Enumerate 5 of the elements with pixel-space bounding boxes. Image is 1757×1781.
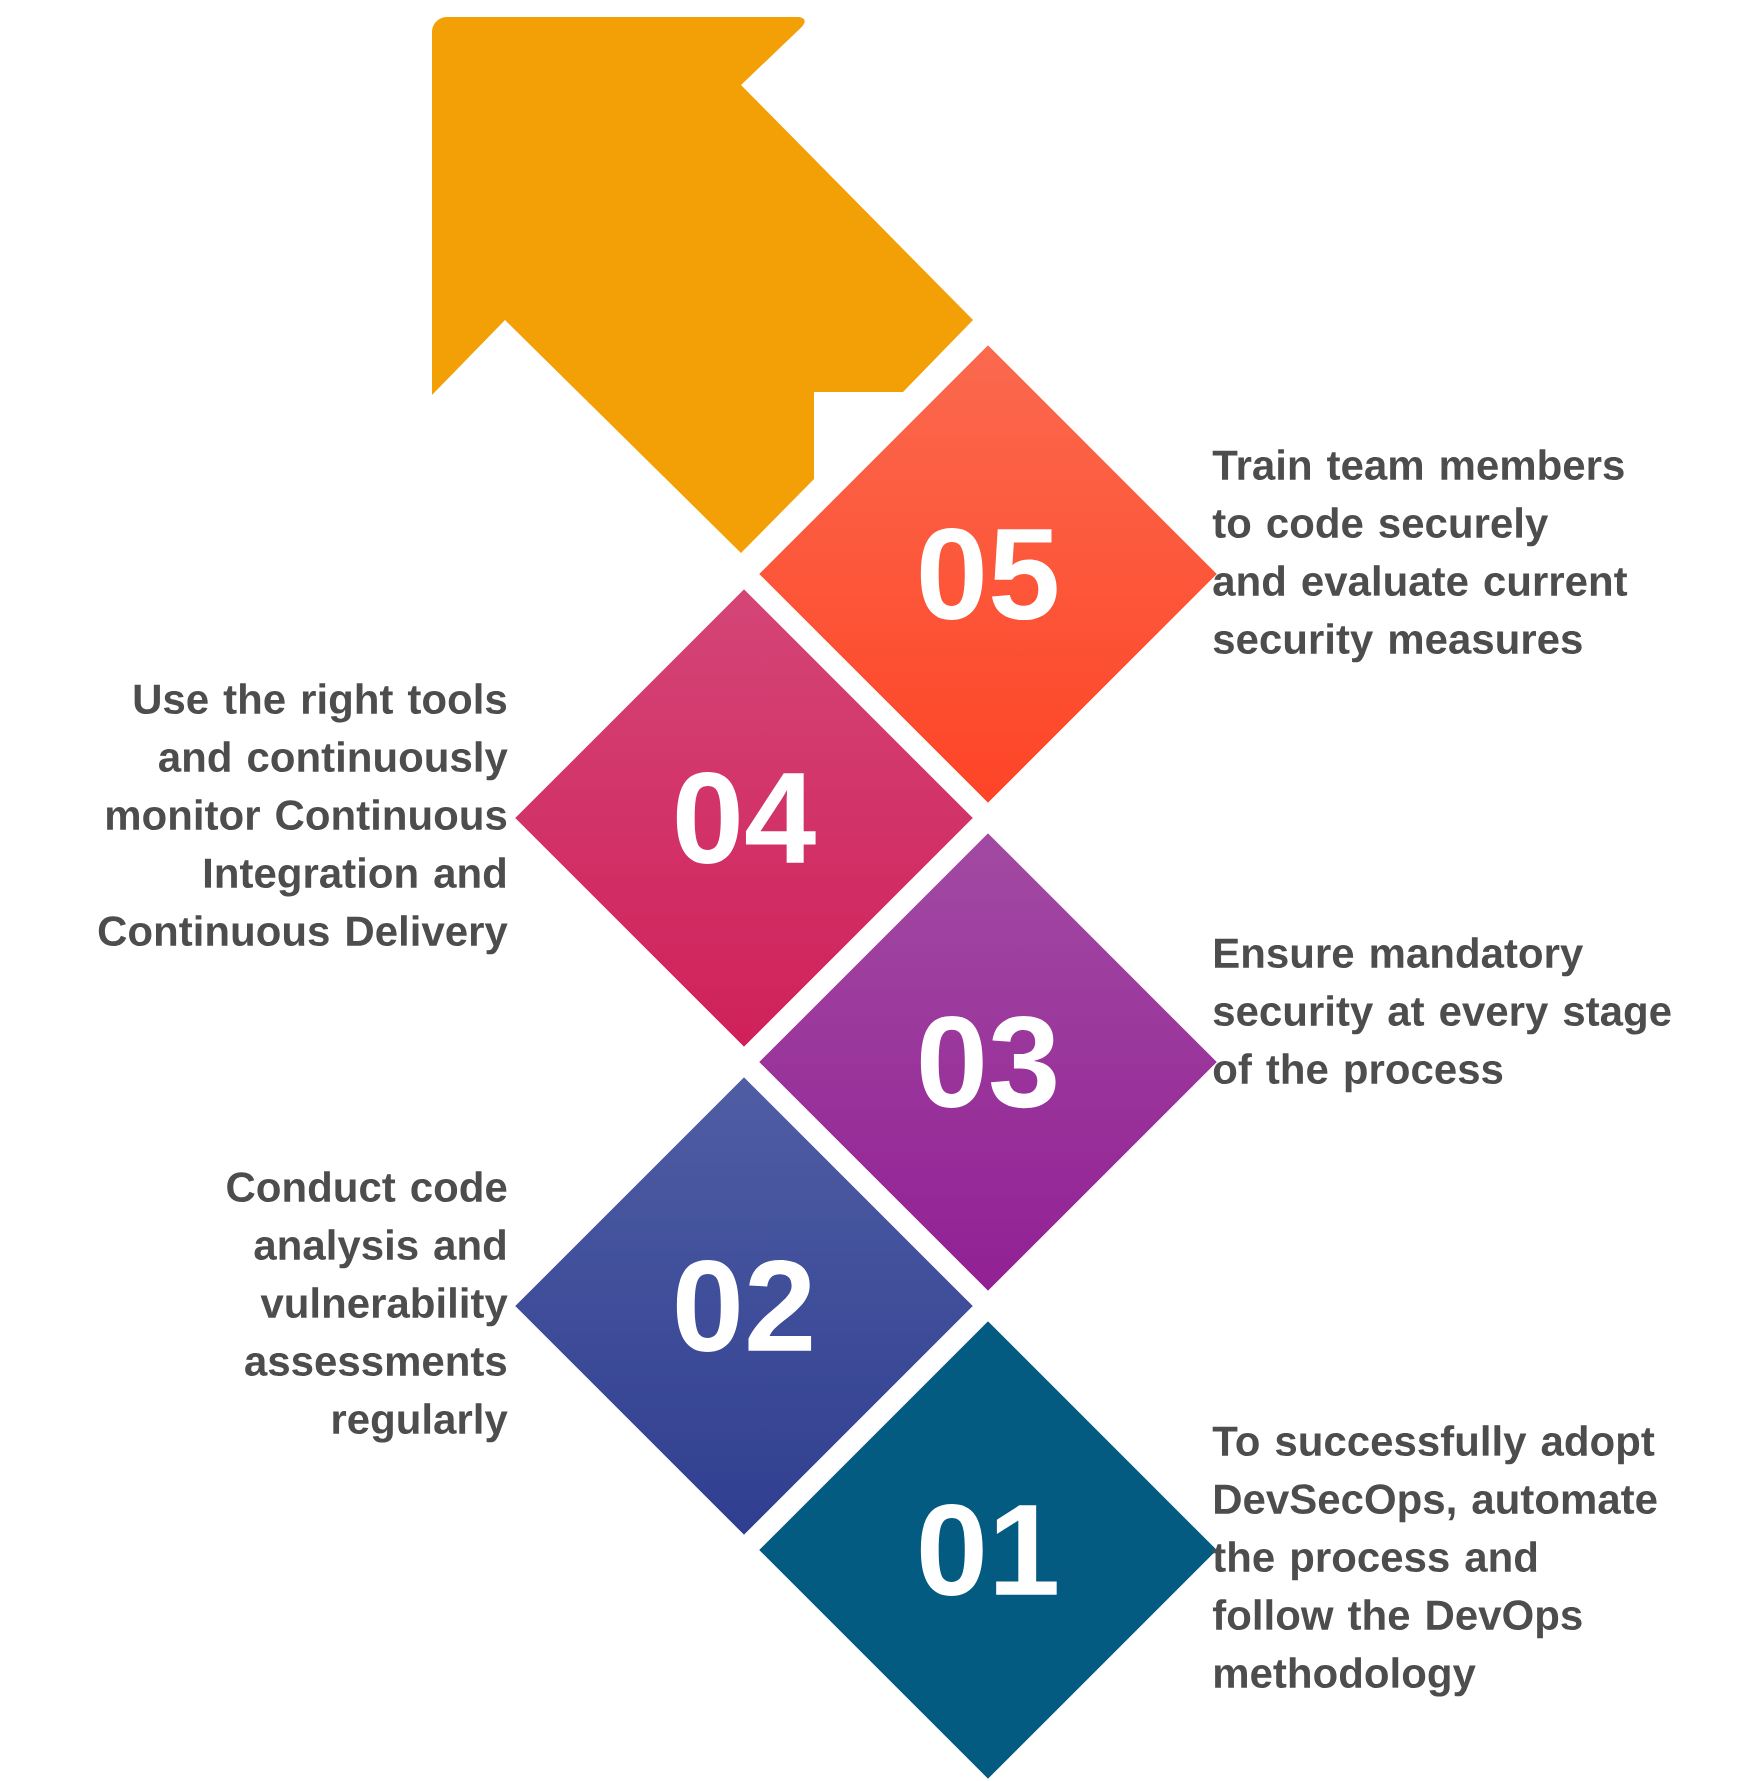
step-description: Conduct code analysis and vulnerability assessments regularly xyxy=(227,1171,508,1443)
step-description: Ensure mandatory security at every stage of the process xyxy=(1213,937,1671,1093)
step-description: To successfully adopt DevSecOps, automate the process and follow the DevOps methodology xyxy=(1212,1425,1657,1697)
step-description: Train team members to code securely and evaluate current security measures xyxy=(1212,449,1628,663)
step-description: Use the right tools and continuously monitor Continuous Integration and Continuous Delivery xyxy=(98,683,508,955)
